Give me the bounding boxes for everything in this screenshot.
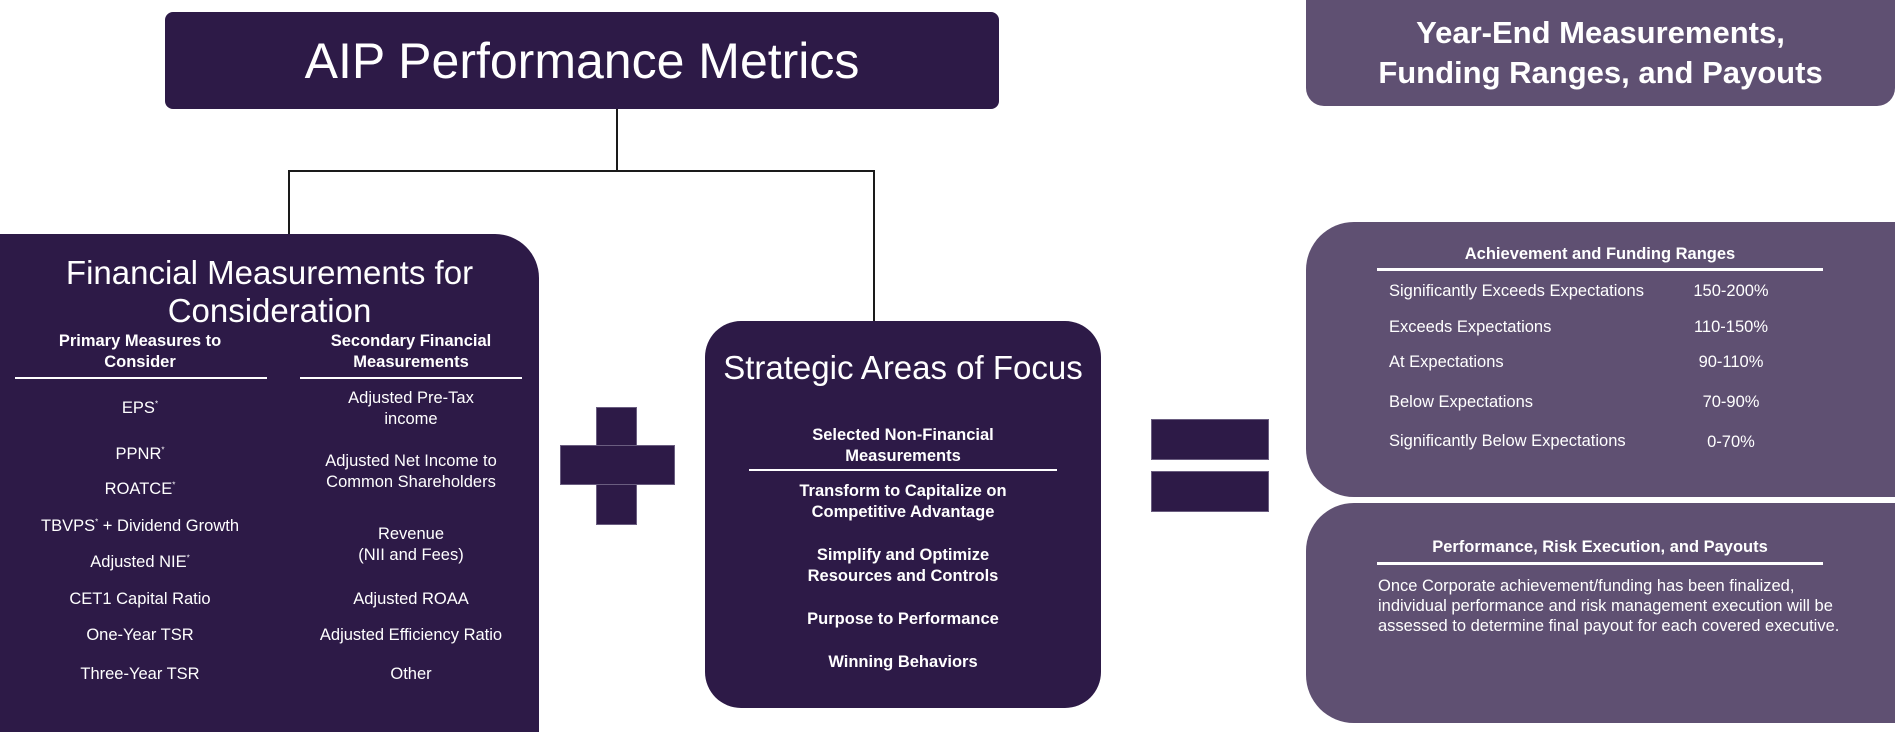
connector-financial bbox=[288, 170, 290, 235]
range-value: 90-110% bbox=[1698, 353, 1764, 371]
secondary-item-roaa: Adjusted ROAA bbox=[353, 590, 469, 608]
year-end-header: Year-End Measurements, Funding Ranges, a… bbox=[1306, 0, 1895, 106]
primary-item-roatce: ROATCE* bbox=[104, 480, 176, 498]
secondary-header-rule bbox=[300, 377, 522, 379]
range-value: 70-90% bbox=[1702, 393, 1760, 411]
financial-measurements-box: Financial Measurements for Consideration… bbox=[0, 234, 539, 732]
strategic-item-purpose: Purpose to Performance bbox=[807, 610, 999, 628]
secondary-item-net-income: Adjusted Net Income to Common Shareholde… bbox=[325, 452, 497, 491]
strategic-item-winning: Winning Behaviors bbox=[828, 653, 978, 671]
primary-item-cet1: CET1 Capital Ratio bbox=[69, 590, 211, 608]
performance-header: Performance, Risk Execution, and Payouts bbox=[1432, 538, 1768, 556]
range-value: 110-150% bbox=[1693, 318, 1768, 336]
performance-rule bbox=[1377, 562, 1823, 565]
range-value: 150-200% bbox=[1693, 282, 1769, 300]
equals-top-bar bbox=[1151, 419, 1269, 460]
diagram-title: AIP Performance Metrics bbox=[304, 32, 860, 89]
primary-item-adjusted-nie: Adjusted NIE* bbox=[90, 553, 190, 571]
performance-body: Once Corporate achievement/funding has b… bbox=[1378, 577, 1840, 635]
primary-item-tbvps: TBVPS* + Dividend Growth bbox=[40, 517, 239, 535]
strategic-title: Strategic Areas of Focus bbox=[723, 349, 1083, 386]
achievement-funding-box: Achievement and Funding Ranges Significa… bbox=[1306, 222, 1895, 497]
range-label: At Expectations bbox=[1389, 353, 1504, 371]
connector-title-down bbox=[616, 109, 618, 171]
range-label: Significantly Below Expectations bbox=[1389, 432, 1626, 450]
primary-item-eps: EPS* bbox=[121, 399, 159, 417]
primary-item-ppnr: PPNR* bbox=[115, 445, 165, 463]
primary-item-one-year-tsr: One-Year TSR bbox=[86, 626, 194, 644]
connector-strategic bbox=[873, 170, 875, 322]
financial-title: Financial Measurements for Consideration bbox=[65, 254, 474, 329]
year-end-line-1: Year-End Measurements, bbox=[1416, 15, 1785, 50]
range-value: 0-70% bbox=[1707, 433, 1755, 451]
year-end-line-2: Funding Ranges, and Payouts bbox=[1378, 55, 1823, 90]
strategic-areas-box: Strategic Areas of Focus Selected Non-Fi… bbox=[705, 321, 1101, 708]
achievement-rule bbox=[1377, 268, 1823, 271]
strategic-item-transform: Transform to Capitalize on Competitive A… bbox=[799, 482, 1007, 521]
plus-center bbox=[597, 446, 636, 484]
strategic-item-simplify: Simplify and Optimize Resources and Cont… bbox=[807, 546, 999, 585]
secondary-measures-header: Secondary Financial Measurements bbox=[330, 332, 492, 371]
primary-item-three-year-tsr: Three-Year TSR bbox=[80, 665, 200, 683]
achievement-header: Achievement and Funding Ranges bbox=[1464, 245, 1736, 263]
primary-header-rule bbox=[15, 377, 267, 379]
strategic-rule bbox=[749, 469, 1057, 471]
secondary-item-pretax: Adjusted Pre-Tax income bbox=[348, 389, 474, 428]
range-label: Below Expectations bbox=[1389, 393, 1533, 411]
equals-bottom-bar bbox=[1151, 471, 1269, 512]
performance-payouts-box: Performance, Risk Execution, and Payouts… bbox=[1306, 503, 1895, 723]
connector-horizontal bbox=[288, 170, 875, 172]
title-box: AIP Performance Metrics bbox=[165, 12, 999, 109]
range-label: Significantly Exceeds Expectations bbox=[1389, 282, 1644, 300]
strategic-subtitle: Selected Non-Financial Measurements bbox=[812, 426, 994, 465]
secondary-item-efficiency: Adjusted Efficiency Ratio bbox=[319, 626, 503, 644]
secondary-item-other: Other bbox=[390, 665, 432, 683]
range-label: Exceeds Expectations bbox=[1389, 318, 1552, 336]
secondary-item-revenue: Revenue bbox=[377, 525, 445, 543]
secondary-item-nii-fees: (NII and Fees) bbox=[358, 546, 464, 564]
primary-measures-header: Primary Measures to Consider bbox=[58, 332, 222, 371]
